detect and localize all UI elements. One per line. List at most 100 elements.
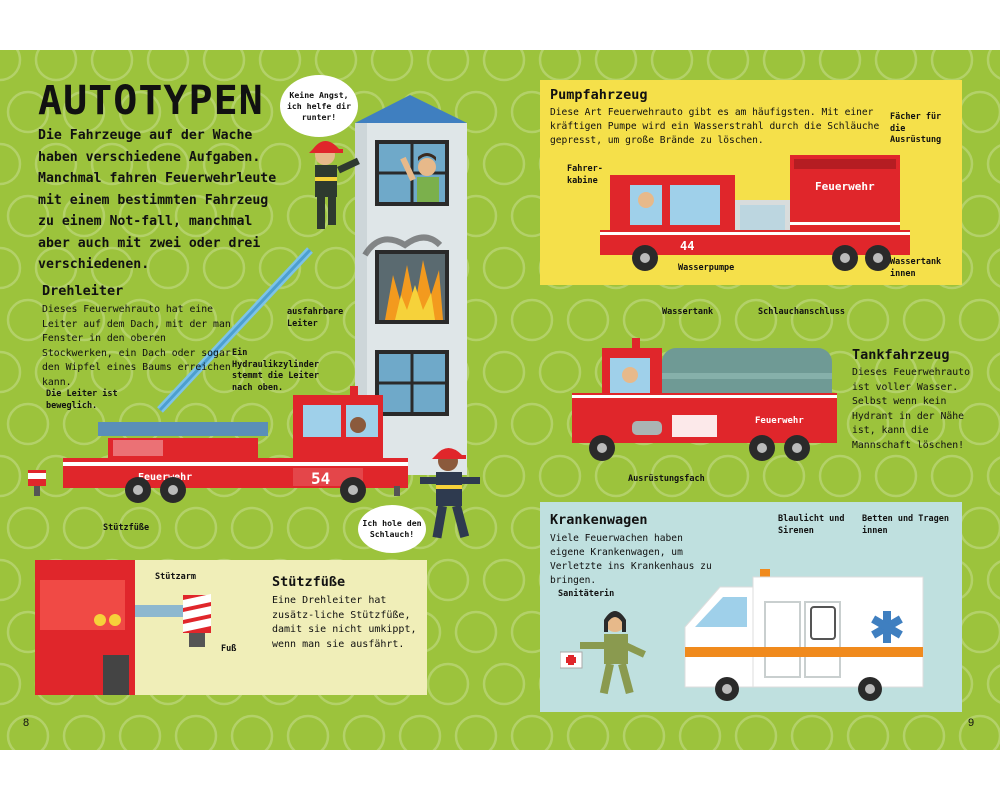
watermark-circle (482, 662, 526, 706)
watermark-circle (118, 714, 162, 750)
watermark-circle (34, 142, 78, 186)
watermark-circle (286, 506, 330, 550)
stuetzfuesse-text: Eine Drehleiter hat zusätz-liche Stützfü… (272, 595, 417, 650)
ladder-truck-illustration: 54 Feuerwehr (28, 386, 408, 503)
watermark-circle (510, 298, 554, 342)
pumpfahrzeug-panel: Pumpfahrzeug Diese Art Feuerwehrauto gib… (540, 80, 962, 285)
firefighter-top (309, 141, 360, 229)
watermark-circle (566, 714, 610, 750)
firefighter-bottom (420, 448, 480, 539)
watermark-circle (146, 50, 190, 82)
label-beds: Betten und Tragen innen (862, 514, 949, 536)
pumpfahrzeug-text: Diese Art Feuerwehrauto gibt es am häufi… (550, 107, 880, 146)
watermark-circle (258, 50, 302, 82)
watermark-circle (958, 90, 1000, 134)
watermark-circle (118, 90, 162, 134)
watermark-circle (902, 714, 946, 750)
watermark-circle (930, 454, 974, 498)
watermark-circle (118, 298, 162, 342)
label-water-pump: Wasserpumpe (678, 263, 735, 273)
watermark-circle (622, 714, 666, 750)
watermark-circle (706, 50, 750, 82)
watermark-circle (6, 714, 50, 750)
ladder-truck-number: 54 (311, 469, 330, 488)
page-number-right: 9 (968, 717, 975, 729)
watermark-circle (482, 50, 526, 82)
watermark-circle (930, 50, 974, 82)
watermark-circle (986, 144, 1000, 184)
label-ladder-moves: Die Leiter ist beweglich. (46, 389, 118, 411)
watermark-circle (174, 194, 218, 238)
stuetzfuesse-heading: Stützfüße (272, 574, 346, 590)
watermark-circle (230, 506, 274, 550)
label-blue-light: Blaulicht und Sirenen (778, 514, 845, 536)
watermark-circle (370, 50, 414, 82)
label-foot: Fuß (221, 644, 237, 654)
label-driver-cab: Fahrer-kabine (567, 164, 603, 186)
watermark-circle (230, 714, 274, 750)
label-extendable-ladder: ausfahrbare Leiter (287, 307, 344, 329)
watermark-circle (482, 454, 526, 498)
label-water-tank: Wassertank (662, 307, 714, 317)
watermark-circle (482, 246, 526, 290)
watermark-circle (202, 350, 246, 394)
watermark-circle (6, 90, 50, 134)
watermark-circle (790, 298, 834, 342)
watermark-circle (510, 402, 554, 446)
watermark-circle (762, 454, 806, 498)
watermark-circle (0, 350, 22, 394)
ladder-truck-label: Feuerwehr (138, 472, 192, 483)
watermark-circle (426, 662, 470, 706)
watermark-circle (986, 664, 1000, 704)
stuetzfuesse-panel: Stützarm Fuß Stützfüße Eine Drehleiter h… (35, 560, 427, 695)
watermark-circle (258, 246, 302, 290)
watermark-circle (846, 298, 890, 342)
watermark-circle (0, 454, 22, 498)
watermark-circle (818, 50, 862, 82)
watermark-circle (342, 714, 386, 750)
watermark-circle (846, 714, 890, 750)
watermark-circle (62, 194, 106, 238)
book-spread: AUTOTYPEN Die Fahrzeuge auf der Wache ha… (0, 50, 1000, 750)
watermark-circle (538, 350, 582, 394)
watermark-circle (6, 298, 50, 342)
intro-text: Die Fahrzeuge auf der Wache haben versch… (38, 128, 277, 272)
tanker-truck-label: Feuerwehr (755, 416, 804, 426)
watermark-circle (762, 50, 806, 82)
watermark-circle (146, 142, 190, 186)
tankfahrzeug-heading: Tankfahrzeug (852, 347, 950, 363)
drehleiter-heading: Drehleiter (42, 283, 124, 299)
watermark-circle (202, 50, 246, 82)
label-water-tank-inside: Wassertank innen (890, 257, 942, 279)
watermark-circle (0, 142, 22, 186)
medic-illustration (560, 611, 646, 695)
watermark-circle (62, 90, 106, 134)
watermark-circle (90, 142, 134, 186)
watermark-circle (734, 714, 778, 750)
watermark-circle (678, 714, 722, 750)
ambulance-illustration (684, 569, 924, 701)
watermark-circle (258, 142, 302, 186)
watermark-circle (986, 50, 1000, 80)
watermark-circle (146, 246, 190, 290)
watermark-circle (958, 298, 1000, 342)
drehleiter-text: Dieses Feuerwehrauto hat eine Leiter auf… (42, 304, 231, 388)
watermark-circle (230, 298, 274, 342)
watermark-circle (650, 454, 694, 498)
watermark-circle (846, 402, 890, 446)
watermark-circle (258, 350, 302, 394)
watermark-circle (454, 90, 498, 134)
watermark-circle (958, 506, 1000, 550)
label-equipment-compartment: Ausrüstungsfach (628, 474, 705, 484)
watermark-circle (34, 50, 78, 82)
watermark-circle (902, 298, 946, 342)
speech-bubble-bottom: Ich hole den Schlauch! (358, 505, 426, 553)
label-compartments: Fächer für die Ausrüstung (890, 112, 942, 145)
watermark-circle (454, 506, 498, 550)
ladder-illustration (157, 247, 313, 413)
watermark-circle (874, 50, 918, 82)
watermark-circle (986, 560, 1000, 600)
watermark-circle (286, 714, 330, 750)
watermark-circle (930, 350, 974, 394)
watermark-circle (454, 714, 498, 750)
